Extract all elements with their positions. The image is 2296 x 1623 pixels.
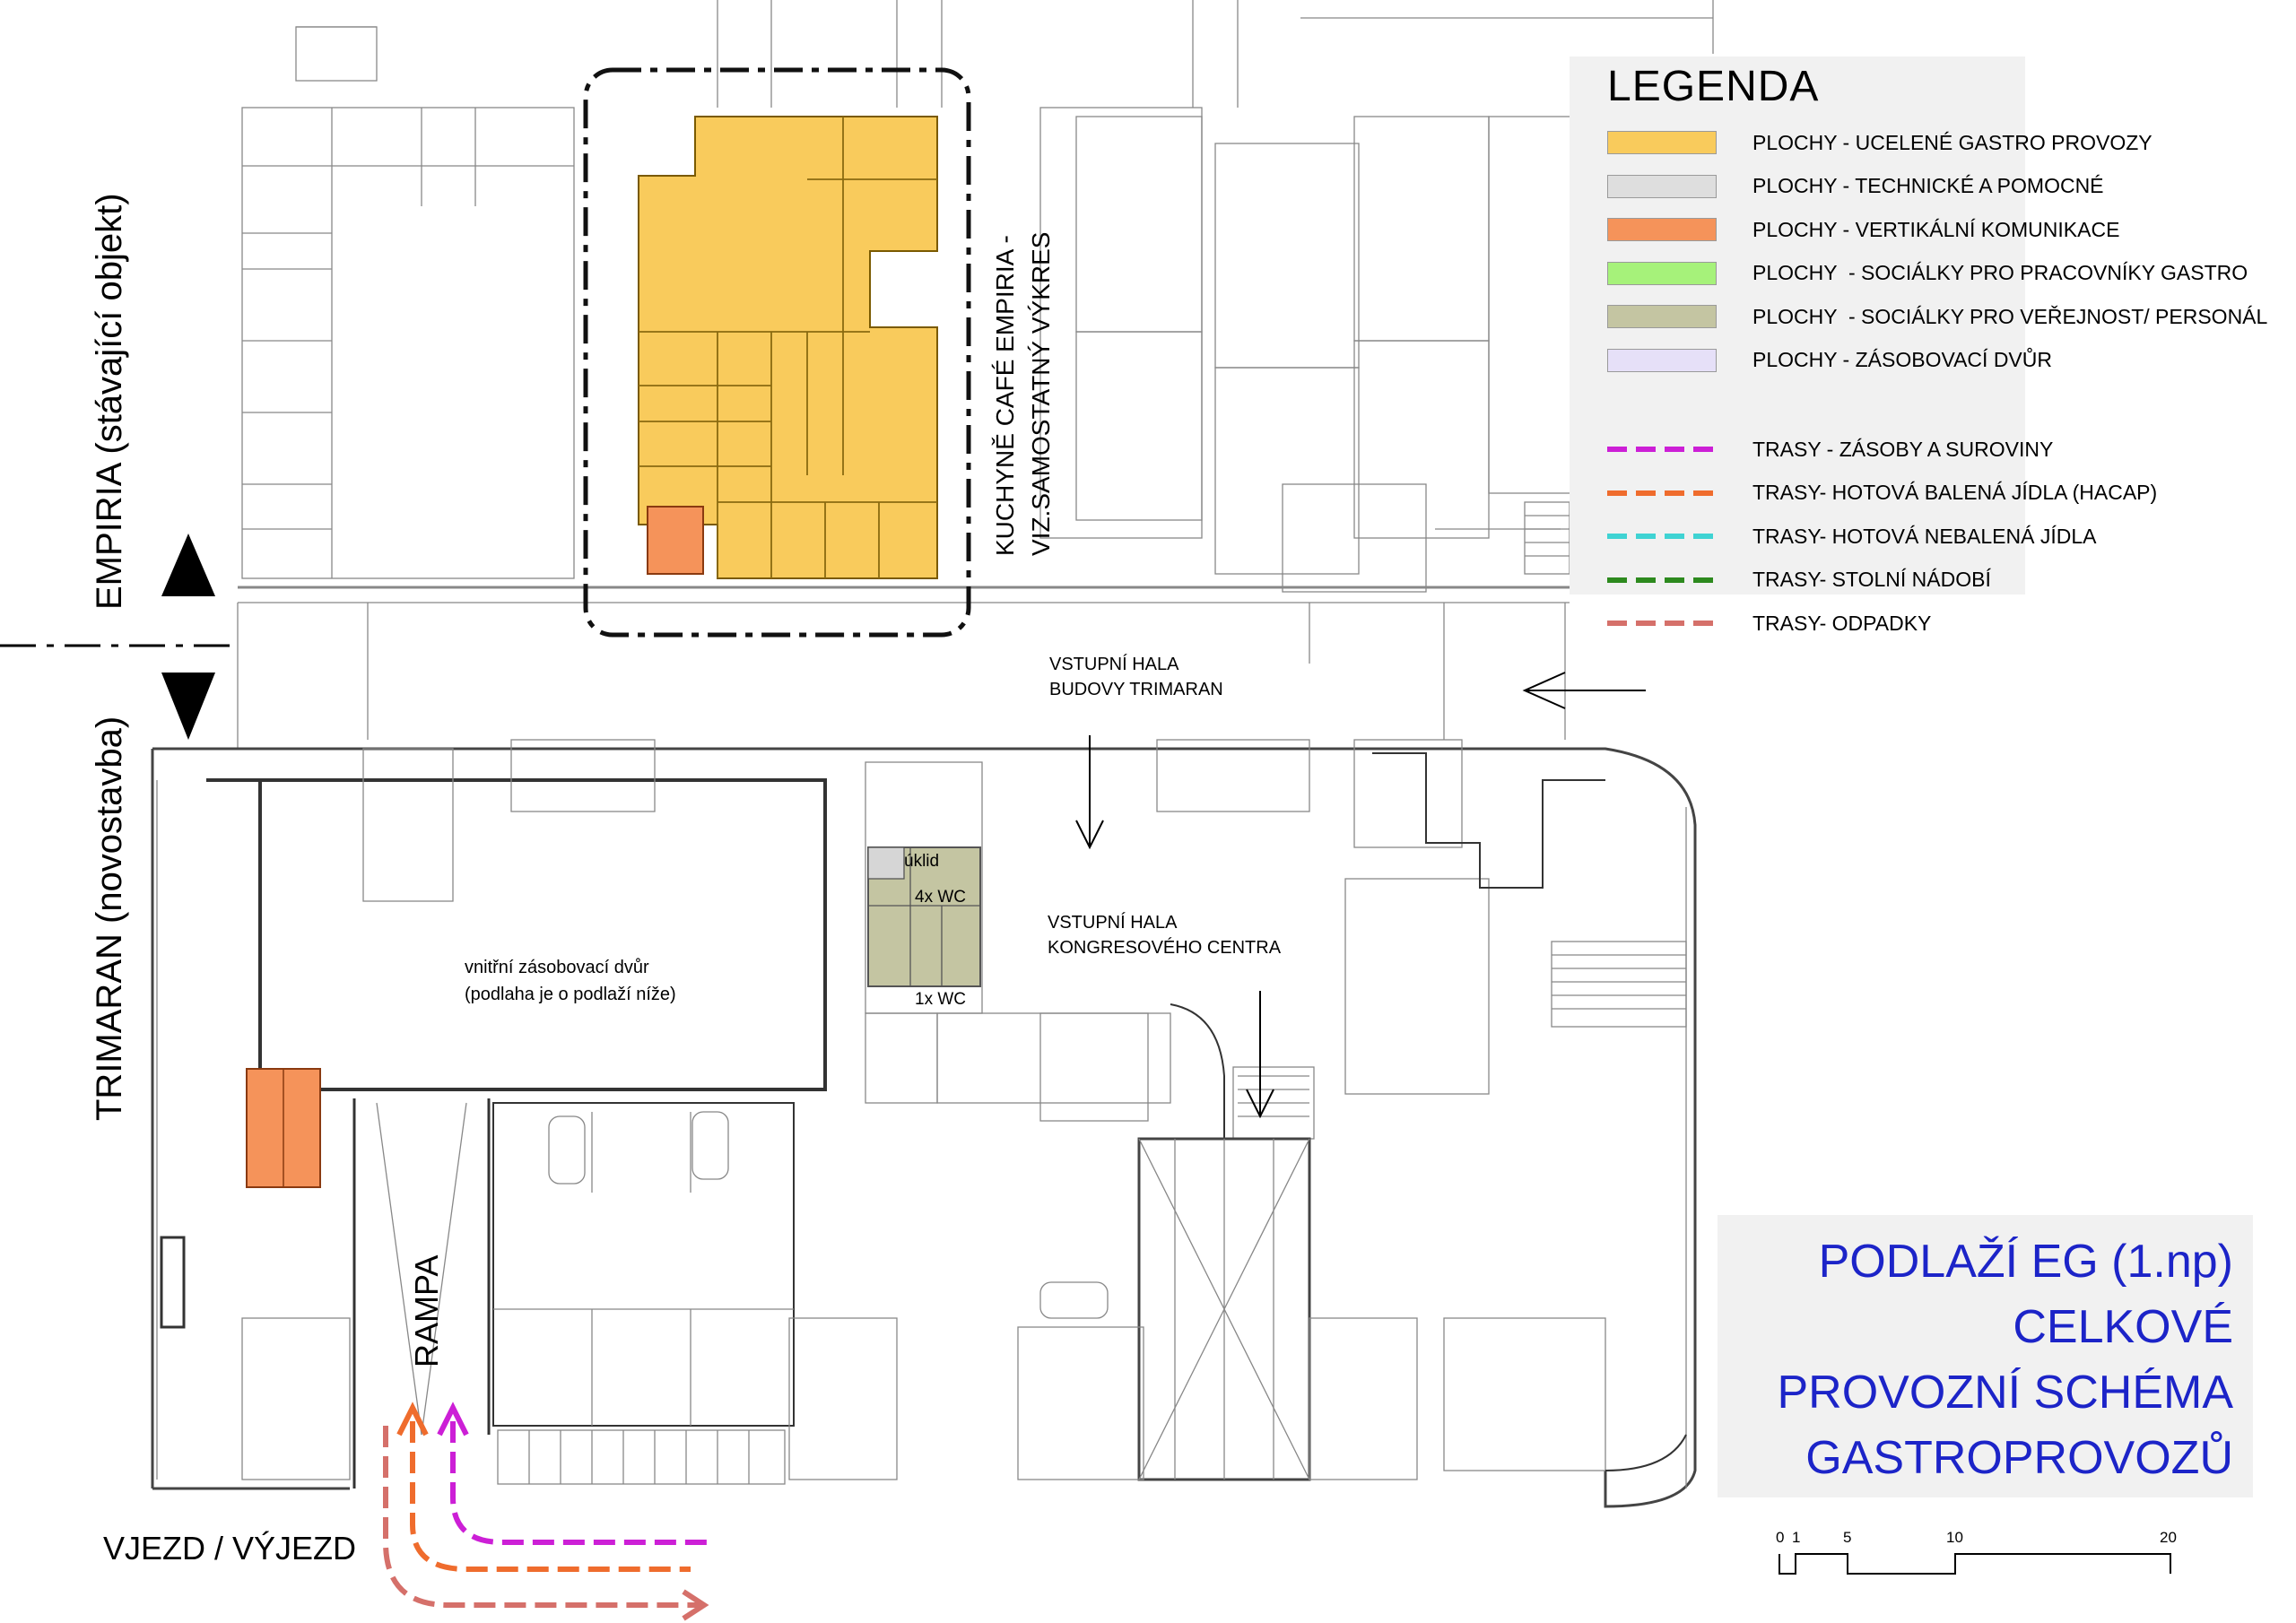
legend-route-item: TRASY - ZÁSOBY A SUROVINY	[1607, 433, 2053, 465]
legend-route-item: TRASY- HOTOVÁ NEBALENÁ JÍDLA	[1607, 520, 2096, 552]
scale-tick-0: 0	[1776, 1529, 1785, 1546]
kuchyne-label-1: KUCHYNĚ CAFÉ EMPIRIA -	[991, 235, 1019, 556]
title-block: PODLAŽÍ EG (1.np) CELKOVÉ PROVOZNÍ SCHÉM…	[1718, 1215, 2253, 1497]
legend-route-label: TRASY- HOTOVÁ BALENÁ JÍDLA (HACAP)	[1752, 481, 2158, 504]
legend-area-swatch	[1607, 348, 1717, 372]
legend-area-swatch	[1607, 218, 1717, 241]
legend-route-label: TRASY - ZÁSOBY A SUROVINY	[1752, 437, 2054, 461]
vjezd-label: VJEZD / VÝJEZD	[103, 1530, 357, 1567]
legend-area-item: PLOCHY - VERTIKÁLNÍ KOMUNIKACE	[1607, 213, 2119, 246]
legend-area-label: PLOCHY - TECHNICKÉ A POMOCNÉ	[1752, 174, 2104, 197]
legend-area-label: PLOCHY - SOCIÁLKY PRO PRACOVNÍKY GASTRO	[1752, 261, 2248, 284]
empiria-label: EMPIRIA (stávající objekt)	[90, 193, 129, 610]
legend-area-label: PLOCHY - SOCIÁLKY PRO VEŘEJNOST/ PERSONÁ…	[1752, 304, 2268, 328]
legend-route-item: TRASY- STOLNÍ NÁDOBÍ	[1607, 564, 1991, 596]
legend-area-swatch	[1607, 261, 1717, 285]
legend-title: LEGENDA	[1607, 63, 1820, 110]
legend-area-label: PLOCHY - UCELENÉ GASTRO PROVOZY	[1752, 130, 2152, 154]
title-line-4: GASTROPROVOZŮ	[1805, 1432, 2233, 1484]
scale-bar: 0 1 5 10 20	[1776, 1529, 2188, 1583]
legend-route-swatch	[1607, 534, 1717, 539]
legend-panel: LEGENDA PLOCHY - UCELENÉ GASTRO PROVOZY P…	[1570, 56, 2267, 635]
legend-area-swatch	[1607, 174, 1717, 198]
trimaran-label: TRIMARAN (novostavba)	[90, 716, 129, 1121]
title-line-3: PROVOZNÍ SCHÉMA	[1777, 1367, 2234, 1419]
legend-area-item: PLOCHY - SOCIÁLKY PRO VEŘEJNOST/ PERSONÁ…	[1607, 300, 2267, 333]
legend-area-label: PLOCHY - ZÁSOBOVACÍ DVŮR	[1752, 348, 2052, 371]
dvur-label-1: vnitřní zásobovací dvůr	[465, 958, 649, 977]
legend-route-label: TRASY- HOTOVÁ NEBALENÁ JÍDLA	[1752, 524, 2097, 548]
hala-trimaran-label-2: BUDOVY TRIMARAN	[1049, 680, 1223, 699]
legend-route-label: TRASY- STOLNÍ NÁDOBÍ	[1752, 568, 1991, 591]
kuchyne-label-2: VIZ.SAMOSTATNÝ VÝKRES	[1027, 231, 1055, 556]
legend-route-swatch	[1607, 447, 1717, 452]
legend-area-item: PLOCHY - SOCIÁLKY PRO PRACOVNÍKY GASTRO	[1607, 257, 2248, 290]
wc1-label: 1x WC	[915, 990, 966, 1009]
title-line-2: CELKOVÉ	[2013, 1301, 2233, 1353]
legend-route-swatch	[1607, 621, 1717, 626]
legend-area-item: PLOCHY - ZÁSOBOVACÍ DVŮR	[1607, 344, 2052, 377]
scale-tick-5: 5	[1843, 1529, 1852, 1546]
scale-tick-20: 20	[2160, 1529, 2177, 1546]
legend-route-swatch	[1607, 577, 1717, 583]
legend-area-swatch	[1607, 305, 1717, 328]
title-line-1: PODLAŽÍ EG (1.np)	[1818, 1236, 2233, 1288]
hala-kongres-label-1: VSTUPNÍ HALA	[1048, 913, 1178, 933]
rampa-label: RAMPA	[408, 1254, 445, 1367]
legend-route-item: TRASY- HOTOVÁ BALENÁ JÍDLA (HACAP)	[1607, 477, 2157, 509]
hala-kongres-label-2: KONGRESOVÉHO CENTRA	[1048, 938, 1282, 958]
uklid-label: úklid	[904, 852, 940, 871]
legend-area-swatch	[1607, 131, 1717, 154]
wc4-label: 4x WC	[915, 888, 966, 907]
legend-route-swatch	[1607, 490, 1717, 496]
legend-area-item: PLOCHY - UCELENÉ GASTRO PROVOZY	[1607, 126, 2152, 159]
legend-route-item: TRASY- ODPADKY	[1607, 607, 1931, 639]
hala-trimaran-label-1: VSTUPNÍ HALA	[1049, 655, 1179, 674]
scale-tick-1: 1	[1792, 1529, 1801, 1546]
legend-area-label: PLOCHY - VERTIKÁLNÍ KOMUNIKACE	[1752, 217, 2120, 241]
scale-tick-10: 10	[1946, 1529, 1963, 1546]
legend-area-item: PLOCHY - TECHNICKÉ A POMOCNÉ	[1607, 170, 2104, 203]
dvur-label-2: (podlaha je o podlaží níže)	[465, 985, 676, 1004]
legend-route-label: TRASY- ODPADKY	[1752, 611, 1932, 635]
